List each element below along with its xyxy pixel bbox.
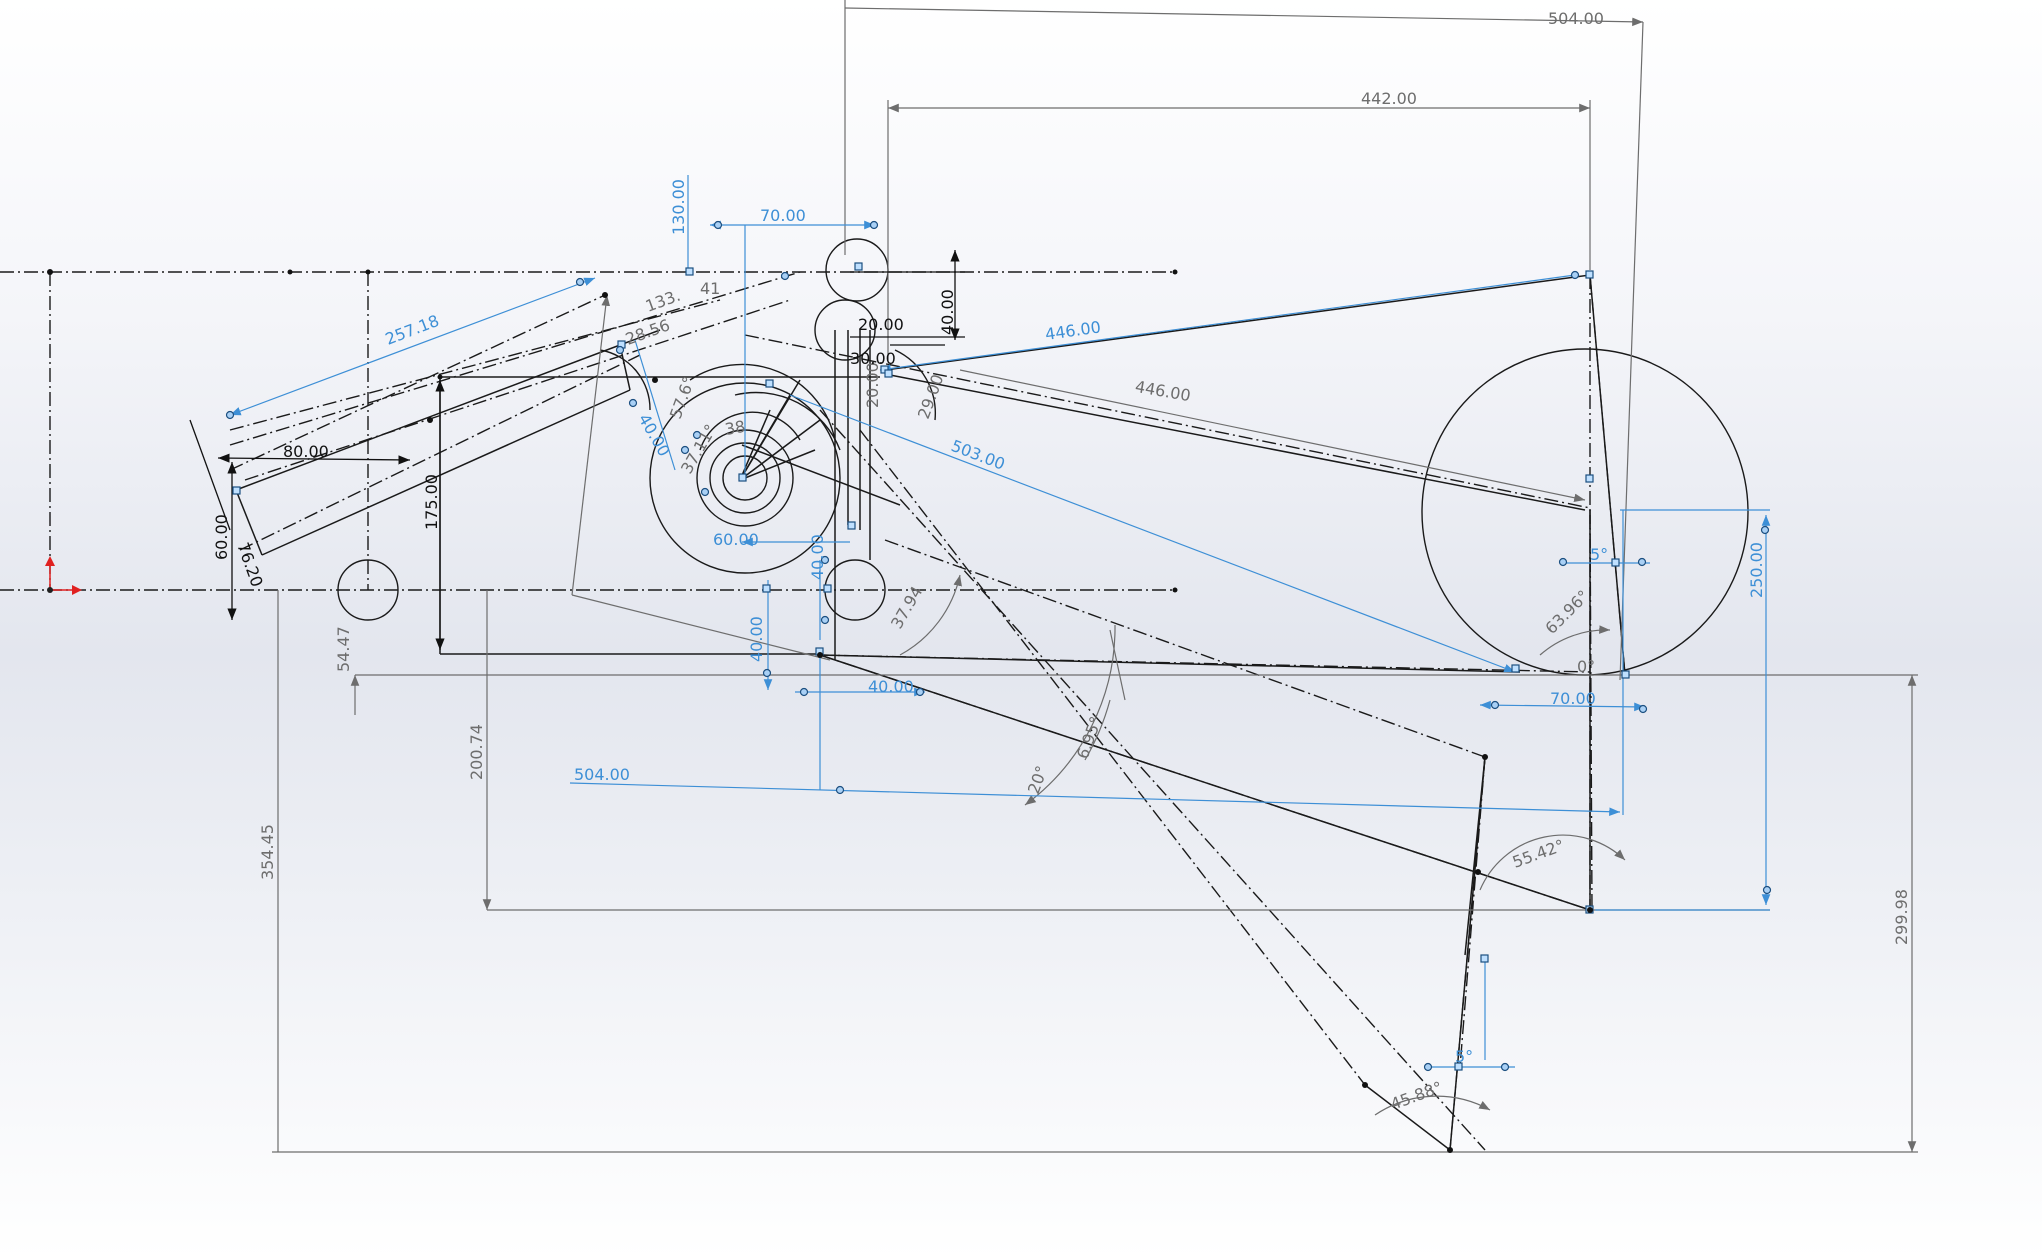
angle-28-56[interactable]: 28.56	[623, 315, 673, 349]
dim-29-00[interactable]: 29.00	[914, 372, 948, 422]
dim-200-74[interactable]: 200.74	[467, 724, 486, 780]
angle-38[interactable]: 38	[723, 417, 746, 439]
black-dimension-texts[interactable]: 80.00 175.00 60.00 76.20 20.00 30.00 40.…	[212, 289, 1595, 676]
dim-504-left[interactable]: 504.00	[574, 765, 630, 784]
sketch-vertices	[47, 269, 1593, 1153]
dim-503[interactable]: 503.00	[949, 436, 1008, 474]
dim-80[interactable]: 80.00	[283, 442, 329, 461]
dim-54-47[interactable]: 54.47	[334, 626, 353, 672]
dim-70-top[interactable]: 70.00	[760, 206, 806, 225]
angle-5-upper[interactable]: 5°	[1590, 545, 1608, 564]
angle-5-lower[interactable]: 5°	[1455, 1047, 1473, 1066]
dim-446-grey[interactable]: 446.00	[1134, 377, 1192, 405]
left-circle	[337, 559, 399, 621]
angle-20[interactable]: 20°	[1024, 763, 1052, 796]
driven-dimension-texts[interactable]: 504.00 442.00 446.00 54.47 200.74 354.45…	[258, 9, 1911, 1114]
dim-76-20[interactable]: 76.20	[233, 540, 267, 590]
sketch-circles	[337, 238, 1749, 676]
dim-60[interactable]: 60.00	[212, 514, 231, 560]
black-dimension-lines	[189, 250, 965, 650]
dim-70-right[interactable]: 70.00	[1550, 689, 1596, 708]
origin-icon	[45, 556, 82, 595]
dim-299-98[interactable]: 299.98	[1892, 889, 1911, 945]
idler-circle-mid	[814, 299, 876, 361]
angle-55-42[interactable]: 55.42°	[1510, 835, 1567, 871]
driving-dimension-lines	[229, 175, 1771, 1068]
dim-446-blue[interactable]: 446.00	[1044, 317, 1102, 344]
dim-40-low[interactable]: 40.00	[747, 616, 766, 662]
dim-250[interactable]: 250.00	[1747, 542, 1766, 598]
dim-30[interactable]: 30.00	[850, 349, 896, 368]
driven-dimension-lines	[272, 0, 1918, 1153]
dim-40-mid[interactable]: 40.00	[808, 534, 827, 580]
large-wheel-circle	[1421, 348, 1749, 676]
angle-41[interactable]: 41	[700, 279, 720, 298]
dim-504-top[interactable]: 504.00	[1548, 9, 1604, 28]
angle-45-88[interactable]: 45.88°	[1388, 1077, 1445, 1113]
dim-60-mid[interactable]: 60.00	[713, 530, 759, 549]
angle-6-95[interactable]: 6.95°	[1073, 714, 1106, 761]
dim-130[interactable]: 130.00	[669, 179, 688, 235]
dim-257-18[interactable]: 257.18	[383, 311, 442, 349]
angle-0[interactable]: 0°	[1577, 657, 1595, 676]
dim-442[interactable]: 442.00	[1361, 89, 1417, 108]
dim-20-vertical[interactable]: 20.00	[863, 362, 882, 408]
dim-40-circ[interactable]: 40.00	[635, 411, 674, 460]
dim-40-bottom[interactable]: 40.00	[868, 677, 914, 696]
dim-20-top[interactable]: 20.00	[858, 315, 904, 334]
dim-354-45[interactable]: 354.45	[258, 824, 277, 880]
dim-175[interactable]: 175.00	[422, 474, 441, 530]
sketch-points[interactable]	[225, 220, 1772, 1072]
dim-40-right[interactable]: 40.00	[938, 289, 957, 335]
angle-63-96[interactable]: 63.96°	[1541, 586, 1592, 637]
